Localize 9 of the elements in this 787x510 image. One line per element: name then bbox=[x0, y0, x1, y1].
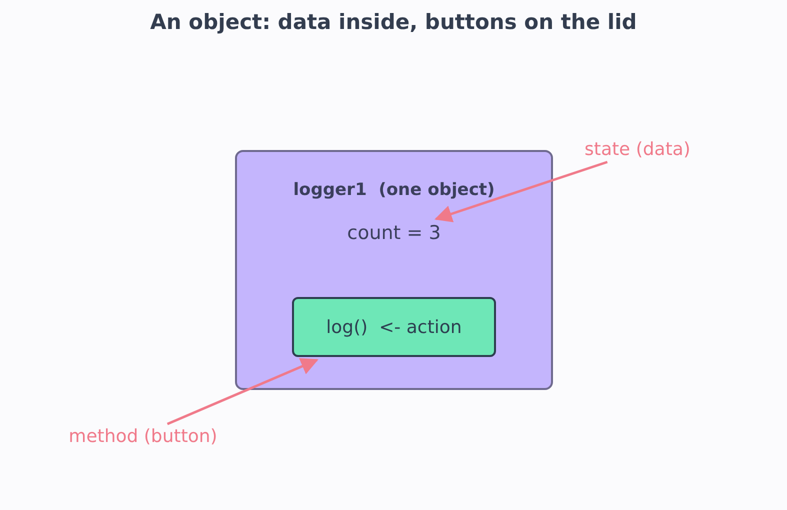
object-heading: logger1 (one object) bbox=[292, 180, 496, 200]
leader-arrow bbox=[166, 358, 318, 426]
callout-label: method (button) bbox=[68, 426, 218, 447]
leader-arrow bbox=[434, 160, 608, 222]
object-box bbox=[235, 150, 553, 390]
state-text: count = 3 bbox=[347, 222, 441, 244]
method-box: log() <- action bbox=[292, 297, 496, 357]
diagram-title: An object: data inside, buttons on the lid bbox=[149, 10, 638, 34]
callout-label: state (data) bbox=[584, 139, 690, 160]
